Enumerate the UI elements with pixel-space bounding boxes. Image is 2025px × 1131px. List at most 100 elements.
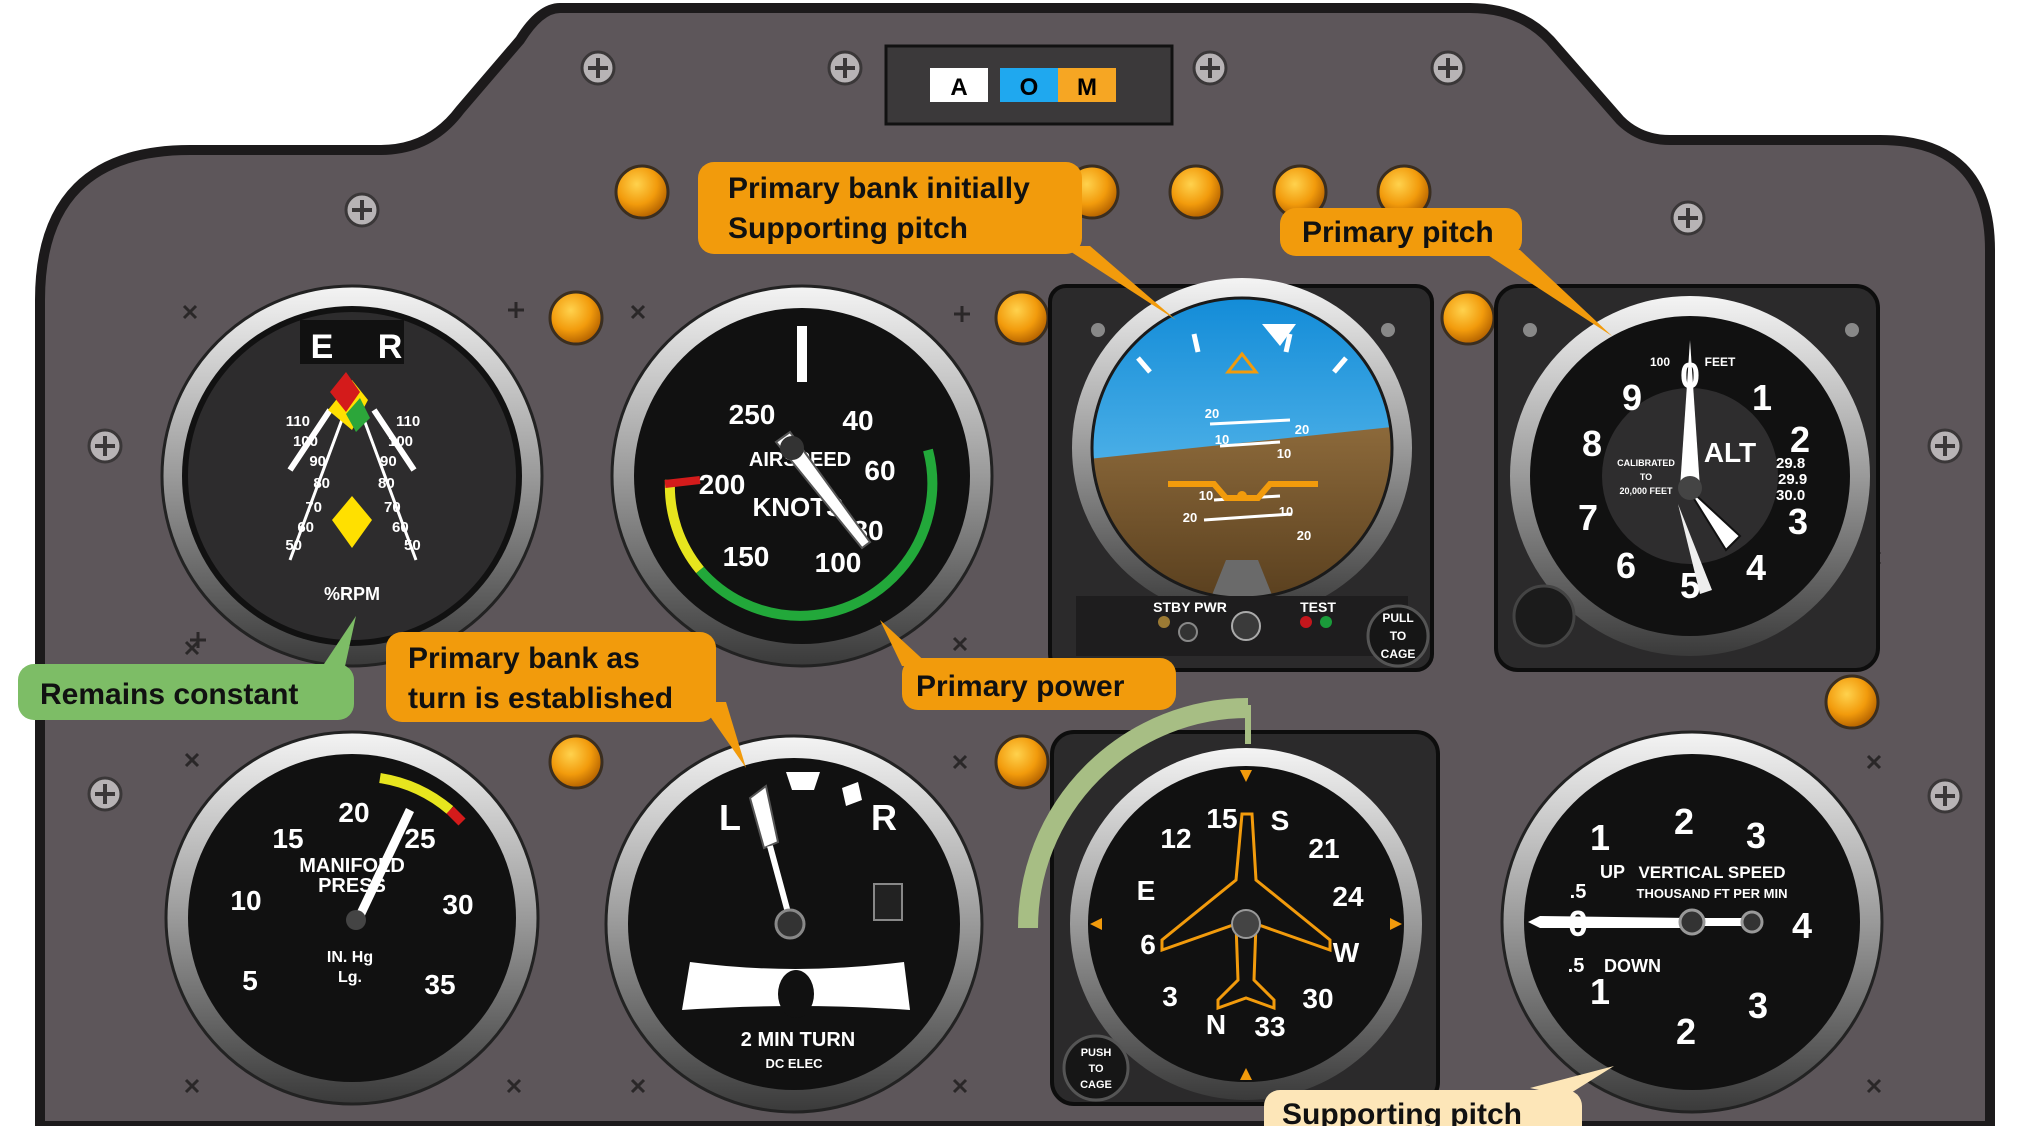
svg-text:.5: .5 xyxy=(1568,955,1585,977)
svg-text:1: 1 xyxy=(1590,817,1610,858)
vsi-title: VERTICAL SPEED xyxy=(1638,863,1785,882)
svg-text:70: 70 xyxy=(305,499,322,516)
svg-text:60: 60 xyxy=(297,519,314,536)
manifold-scale: 5 10 15 20 25 30 35 xyxy=(230,797,473,1000)
vsi-up: UP xyxy=(1600,862,1625,882)
kollsman-window: 29.8 29.9 30.0 xyxy=(1776,455,1807,504)
svg-text:30: 30 xyxy=(1302,983,1333,1014)
callout-remains-constant-text: Remains constant xyxy=(40,678,298,711)
svg-text:25: 25 xyxy=(404,823,435,854)
svg-text:10: 10 xyxy=(1199,488,1213,503)
tach-e-label: E xyxy=(311,328,334,366)
svg-text:20: 20 xyxy=(1205,406,1219,421)
altimeter-cal-1: CALIBRATED xyxy=(1617,458,1675,468)
svg-text:90: 90 xyxy=(309,453,326,470)
callout-bank-initial-1: Primary bank initially xyxy=(728,172,1030,205)
svg-text:10: 10 xyxy=(1215,432,1229,447)
turn-coordinator: L R 2 MIN TURN DC ELEC xyxy=(604,734,984,1114)
svg-text:3: 3 xyxy=(1748,985,1768,1026)
callout-primary-bank-initially: Primary bank initially Supporting pitch xyxy=(698,162,1176,320)
svg-text:30: 30 xyxy=(442,889,473,920)
tach-r-label: R xyxy=(378,328,403,366)
mode-switch: A O M xyxy=(884,44,1174,126)
svg-text:5: 5 xyxy=(242,965,258,996)
svg-text:110: 110 xyxy=(286,413,310,430)
svg-text:12: 12 xyxy=(1160,823,1191,854)
heading-indicator: N 3 6 E 12 15 S 21 24 W 30 33 PUSH TO CA… xyxy=(1018,698,1440,1106)
callout-bank-initial-2: Supporting pitch xyxy=(728,212,968,245)
callout-primary-pitch-text: Primary pitch xyxy=(1302,216,1494,249)
mode-a-label: A xyxy=(950,74,967,101)
manifold-unit-2: Lg. xyxy=(338,969,362,986)
svg-text:3: 3 xyxy=(1746,815,1766,856)
vsi-sub: THOUSAND FT PER MIN xyxy=(1637,886,1788,901)
svg-text:80: 80 xyxy=(378,475,395,492)
cage-knob-1: PULL xyxy=(1382,611,1413,625)
heading-cardinals: N 3 6 E 12 15 S 21 24 W 30 33 xyxy=(1137,803,1364,1042)
svg-text:80: 80 xyxy=(313,475,330,492)
svg-text:30.0: 30.0 xyxy=(1776,487,1805,504)
svg-text:10: 10 xyxy=(1277,446,1291,461)
svg-text:50: 50 xyxy=(285,537,302,554)
svg-text:20: 20 xyxy=(1183,510,1197,525)
svg-text:E: E xyxy=(1137,875,1156,906)
mode-m-label: M xyxy=(1077,74,1097,101)
altimeter-digits: 0 1 2 3 4 5 6 7 8 9 xyxy=(1578,355,1810,606)
tach-unit: %RPM xyxy=(324,584,380,604)
svg-text:90: 90 xyxy=(380,453,397,470)
stby-pwr-label: STBY PWR xyxy=(1153,599,1227,615)
svg-text:N: N xyxy=(1206,1009,1226,1040)
push-cage-1: PUSH xyxy=(1081,1047,1112,1059)
svg-text:110: 110 xyxy=(396,413,420,430)
svg-text:5: 5 xyxy=(1680,565,1700,606)
svg-text:10: 10 xyxy=(230,885,261,916)
svg-text:60: 60 xyxy=(392,519,409,536)
tach-left-scale: 110 100 90 80 70 60 50 xyxy=(285,413,330,554)
callout-primary-power-text: Primary power xyxy=(916,670,1125,703)
altimeter-cal-2: TO xyxy=(1640,472,1652,482)
vsi-down: DOWN xyxy=(1604,956,1661,976)
svg-text:9: 9 xyxy=(1622,377,1642,418)
attitude-indicator: 20 20 10 10 10 10 20 20 STBY PWR TEST PU… xyxy=(1048,278,1434,672)
svg-text:2: 2 xyxy=(1790,419,1810,460)
svg-text:1: 1 xyxy=(1752,377,1772,418)
svg-text:2: 2 xyxy=(1676,1011,1696,1052)
turn-left-label: L xyxy=(719,797,741,838)
svg-text:1: 1 xyxy=(1590,971,1610,1012)
altimeter-cal-3: 20,000 FEET xyxy=(1619,486,1673,496)
cage-knob-2: TO xyxy=(1390,629,1406,643)
callout-bank-turn-1: Primary bank as xyxy=(408,642,640,675)
push-cage-2: TO xyxy=(1088,1063,1104,1075)
svg-text:200: 200 xyxy=(699,469,746,500)
altimeter: 0 1 2 3 4 5 6 7 8 9 100 FEET ALT CALIBRA… xyxy=(1494,284,1880,672)
callout-primary-power: Primary power xyxy=(880,620,1176,710)
altimeter-feet: FEET xyxy=(1705,355,1736,369)
cage-knob-3: CAGE xyxy=(1381,647,1416,661)
svg-text:2: 2 xyxy=(1674,801,1694,842)
test-label: TEST xyxy=(1300,599,1336,615)
svg-text:70: 70 xyxy=(384,499,401,516)
svg-text:35: 35 xyxy=(424,969,455,1000)
svg-text:10: 10 xyxy=(1279,504,1293,519)
altimeter-alt-label: ALT xyxy=(1704,437,1756,468)
callout-primary-pitch: Primary pitch xyxy=(1280,208,1612,336)
svg-text:150: 150 xyxy=(723,541,770,572)
svg-text:50: 50 xyxy=(404,537,421,554)
callout-bank-turn-2: turn is established xyxy=(408,682,673,715)
svg-text:33: 33 xyxy=(1254,1011,1285,1042)
svg-text:40: 40 xyxy=(842,405,873,436)
svg-text:60: 60 xyxy=(864,455,895,486)
callout-supporting-pitch-text: Supporting pitch xyxy=(1282,1098,1522,1126)
svg-text:100: 100 xyxy=(815,547,862,578)
svg-text:S: S xyxy=(1271,805,1290,836)
tach-right-scale: 110 100 90 80 70 60 50 xyxy=(378,413,421,554)
tachometer: E R 110 100 90 80 70 60 50 110 100 90 80… xyxy=(160,284,544,668)
altimeter-100: 100 xyxy=(1650,355,1670,369)
svg-text:21: 21 xyxy=(1308,833,1339,864)
svg-text:20: 20 xyxy=(1297,528,1311,543)
panel-screws xyxy=(87,50,1963,814)
svg-text:100: 100 xyxy=(388,433,413,450)
svg-text:24: 24 xyxy=(1332,881,1364,912)
svg-text:29.8: 29.8 xyxy=(1776,455,1805,472)
